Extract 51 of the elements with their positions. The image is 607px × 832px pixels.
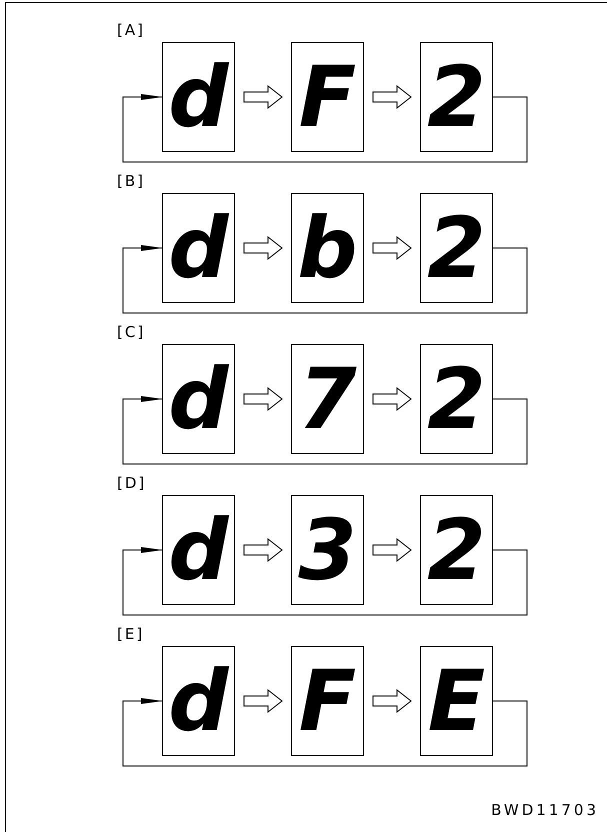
display-character: d xyxy=(168,659,229,743)
display-box xyxy=(291,193,364,303)
hollow-arrow xyxy=(244,538,283,562)
display-box xyxy=(291,344,364,454)
hollow-arrow xyxy=(372,236,412,260)
hollow-arrow xyxy=(244,236,283,260)
section-label: [C] xyxy=(117,323,146,341)
display-character: d xyxy=(168,206,229,290)
loop-arrow xyxy=(122,698,528,766)
display-box xyxy=(162,193,235,303)
display-character: 3 xyxy=(298,508,357,592)
display-character: F xyxy=(298,55,356,139)
section-label: [B] xyxy=(117,172,145,190)
drawing-code: BWD11703 xyxy=(491,801,599,819)
display-box xyxy=(162,495,235,605)
display-box xyxy=(420,193,493,303)
display-box xyxy=(420,495,493,605)
display-box xyxy=(291,42,364,152)
hollow-arrow xyxy=(372,538,412,562)
display-box xyxy=(162,42,235,152)
display-box xyxy=(291,495,364,605)
display-box xyxy=(420,646,493,756)
hollow-arrow xyxy=(244,688,283,714)
display-character: 2 xyxy=(427,206,486,290)
display-character: b xyxy=(297,206,358,290)
hollow-arrow xyxy=(244,386,283,412)
hollow-arrow xyxy=(244,84,283,110)
display-character: d xyxy=(168,55,229,139)
loop-arrow xyxy=(122,547,528,616)
display-character: d xyxy=(168,508,229,592)
loop-arrow xyxy=(122,94,528,162)
display-character: E xyxy=(428,659,486,743)
display-character: 2 xyxy=(427,55,486,139)
hollow-arrow xyxy=(372,386,412,412)
section-label: [D] xyxy=(117,474,146,492)
display-character: F xyxy=(298,659,356,743)
section-label: [E] xyxy=(117,625,144,643)
display-box xyxy=(420,42,493,152)
display-box xyxy=(162,344,235,454)
display-box xyxy=(291,646,364,756)
loop-arrow xyxy=(122,245,528,314)
section-label: [A] xyxy=(117,21,145,39)
hollow-arrow xyxy=(372,84,412,110)
display-character: 7 xyxy=(298,357,357,441)
display-character: 2 xyxy=(427,357,486,441)
display-character: d xyxy=(168,357,229,441)
loop-arrow xyxy=(122,396,528,464)
display-box xyxy=(420,344,493,454)
display-box xyxy=(162,646,235,756)
display-character: 2 xyxy=(427,508,486,592)
hollow-arrow xyxy=(372,688,412,714)
